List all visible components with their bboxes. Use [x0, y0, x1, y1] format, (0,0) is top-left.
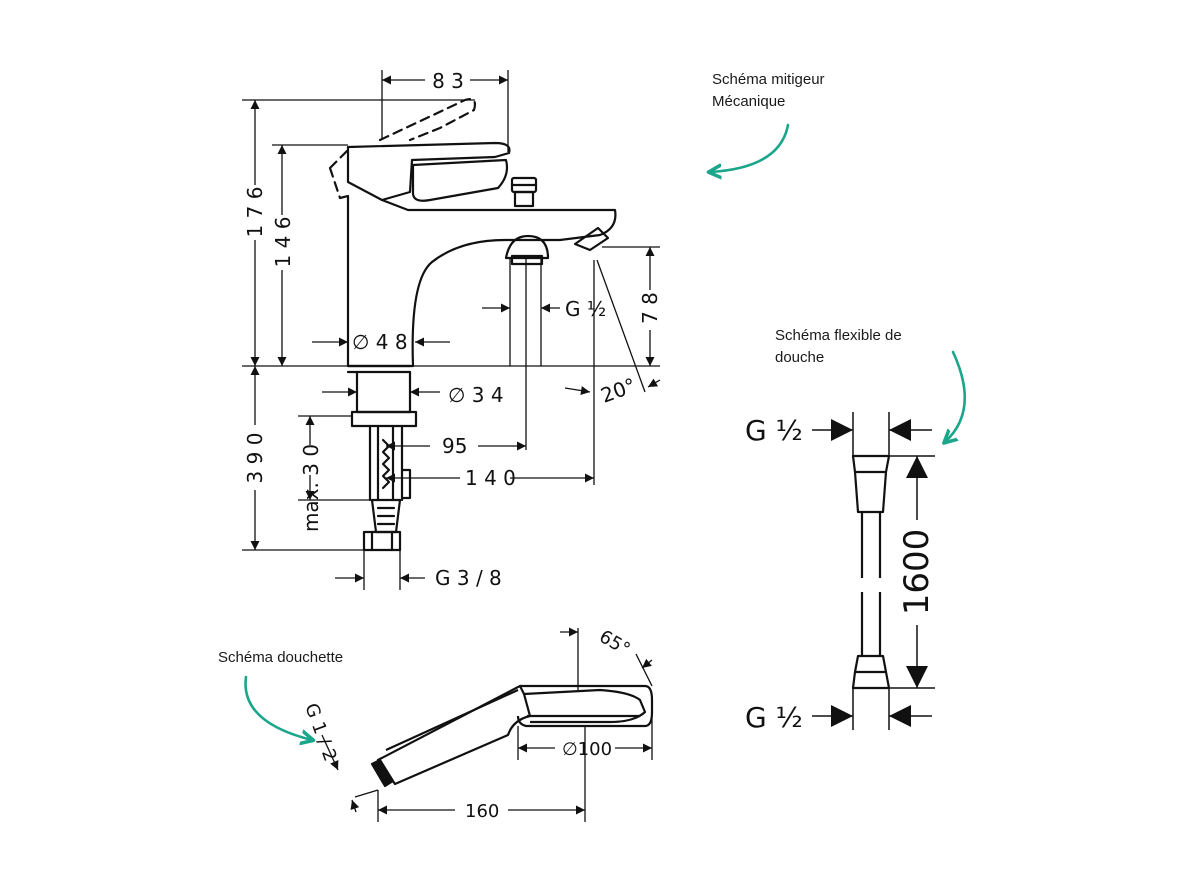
hose-dimensions	[812, 412, 935, 730]
dim-100: ∅100	[562, 739, 612, 760]
mixer-shank	[355, 370, 412, 414]
dim-g12-outlet: G ½	[565, 297, 606, 321]
mixer-dimension-labels: 8 3 1 7 6 1 4 6 ∅ 4 8 G ½ 7 8 20° ∅ 3 4 …	[243, 69, 662, 590]
dim-95: 95	[442, 434, 467, 458]
dim-390: 3 9 0	[243, 433, 267, 484]
handshower-dimension-labels: G 1 / 2 65° ∅100 160	[300, 626, 633, 822]
spout-outlet	[573, 226, 610, 252]
handshower-dimensions	[321, 627, 653, 822]
annotation-hose: Schéma flexible de douche	[775, 327, 902, 366]
annotation-mixer: Schéma mitigeur Mécanique	[712, 71, 825, 110]
hose-top-fitting	[851, 454, 891, 514]
mixer-cap	[411, 158, 509, 202]
dim-hs-g12: G 1 / 2	[300, 701, 340, 765]
dim-max30: max. 3 0	[299, 444, 323, 532]
hose-dimension-labels: G ½ 1600 G ½	[745, 414, 937, 734]
dim-hose-g12-bottom: G ½	[745, 701, 803, 734]
annotation-handshower: Schéma douchette	[218, 649, 344, 666]
handshower-drawing	[370, 684, 654, 788]
handshower-handle	[376, 684, 532, 786]
dim-34: ∅ 3 4	[448, 383, 504, 407]
dim-48: ∅ 4 8	[352, 330, 408, 354]
curved-arrow-mixer-icon	[710, 123, 790, 172]
hose-connector	[504, 234, 550, 260]
dim-83: 8 3	[432, 69, 464, 93]
hose-drawing	[851, 454, 891, 690]
mixer-lever	[346, 141, 511, 202]
dim-176: 1 7 6	[243, 187, 267, 238]
dim-g38: G 3 / 8	[435, 566, 502, 590]
mixer-dimensions	[242, 70, 661, 590]
dim-140: 1 4 0	[465, 466, 516, 490]
dim-hose-g12-top: G ½	[745, 414, 803, 447]
handshower-head	[516, 684, 654, 728]
dim-65deg: 65°	[596, 626, 634, 660]
handshower-connector	[370, 758, 395, 788]
curved-arrow-hose-icon	[945, 350, 967, 442]
dim-78: 7 8	[638, 292, 662, 324]
hose-tube	[860, 512, 882, 578]
mixer-nut	[362, 530, 402, 552]
dim-160: 160	[465, 801, 499, 822]
dim-146: 1 4 6	[271, 217, 295, 268]
dim-20deg: 20°	[598, 373, 640, 408]
dim-1600: 1600	[897, 529, 937, 616]
mixer-lever-dashed	[378, 98, 477, 142]
mixer-body	[346, 194, 617, 368]
curved-arrow-handshower-icon	[244, 675, 312, 740]
callout-arrows	[244, 123, 967, 740]
